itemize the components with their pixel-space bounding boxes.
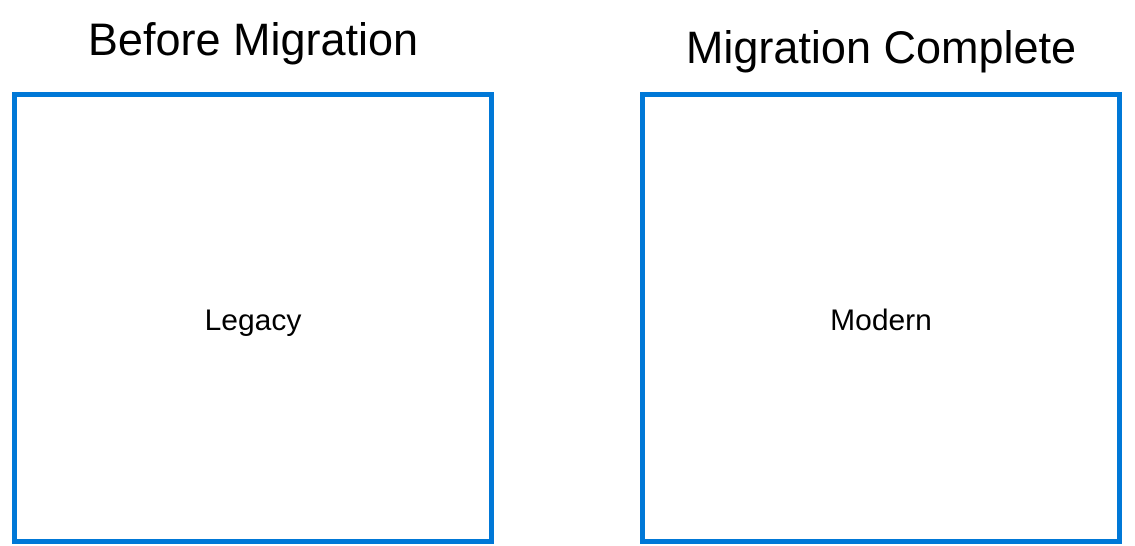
- modern-box: Modern: [640, 92, 1122, 544]
- modern-label: Modern: [830, 304, 932, 337]
- before-migration-title: Before Migration: [87, 14, 419, 65]
- legacy-box: Legacy: [12, 92, 494, 544]
- migration-complete-title: Migration Complete: [685, 22, 1077, 73]
- legacy-label: Legacy: [204, 304, 302, 337]
